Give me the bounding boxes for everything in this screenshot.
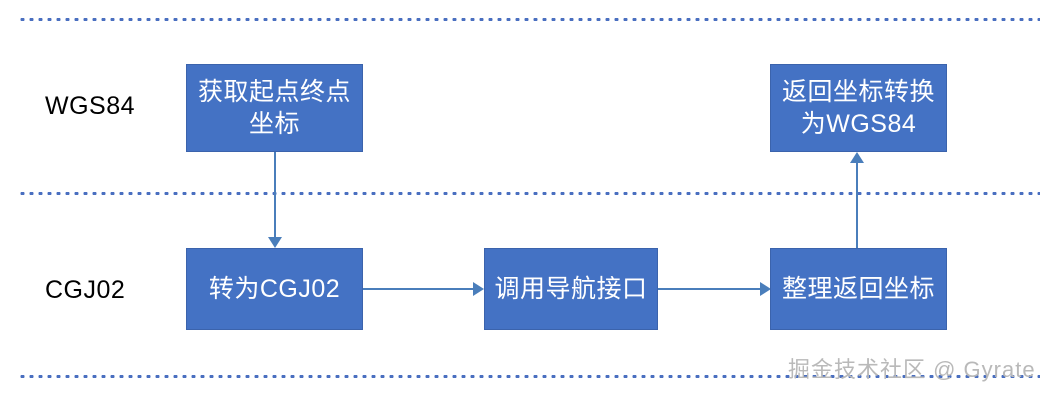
node-call-navigation-api[interactable]: 调用导航接口	[484, 248, 658, 330]
connector-n3-n4-arrowhead	[473, 282, 484, 296]
connector-n1-n3-arrowhead	[268, 237, 282, 248]
node-return-coords-to-wgs84[interactable]: 返回坐标转换为WGS84	[770, 64, 947, 152]
node-call-navigation-api-label: 调用导航接口	[494, 275, 648, 303]
separator-line-middle	[18, 192, 1040, 195]
connector-n4-n5-line	[658, 288, 762, 290]
connector-n1-n3-line	[274, 152, 276, 238]
node-return-coords-to-wgs84-label: 返回坐标转换为WGS84	[781, 78, 935, 138]
connector-n5-n2-line	[856, 163, 858, 249]
watermark: 掘金技术社区 @ Gyrate	[788, 357, 1036, 382]
connector-n3-n4-line	[363, 288, 475, 290]
node-convert-to-cgj02[interactable]: 转为CGJ02	[186, 248, 363, 330]
connector-n4-n5-arrowhead	[760, 282, 771, 296]
node-get-start-end-coords-label: 获取起点终点坐标	[197, 78, 351, 138]
node-organize-returned-coords-label: 整理返回坐标	[781, 275, 935, 303]
node-organize-returned-coords[interactable]: 整理返回坐标	[770, 248, 947, 330]
separator-line-bottom	[18, 375, 1040, 378]
node-get-start-end-coords[interactable]: 获取起点终点坐标	[186, 64, 363, 152]
separator-line-top	[18, 18, 1040, 21]
band-label-cgj02: CGJ02	[45, 276, 126, 304]
connector-n5-n2-arrowhead	[850, 152, 864, 163]
node-convert-to-cgj02-label: 转为CGJ02	[208, 275, 341, 303]
band-label-wgs84: WGS84	[45, 92, 136, 120]
